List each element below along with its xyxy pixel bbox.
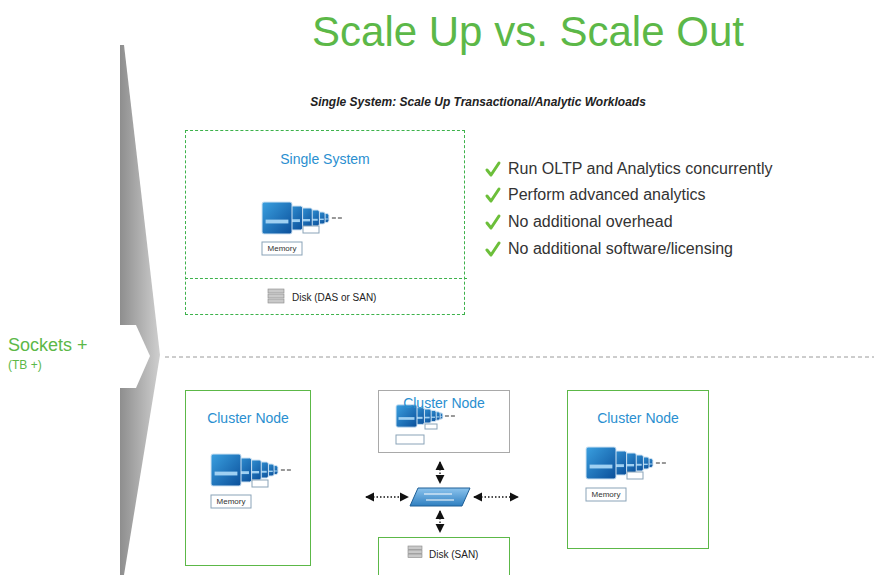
benefit-item: No additional software/licensing xyxy=(508,240,733,258)
dotted-arrows xyxy=(366,462,518,532)
memory-label: Memory xyxy=(263,243,301,254)
cluster-node-box: Cluster Node xyxy=(567,390,709,549)
node-label: Cluster Node xyxy=(186,410,310,426)
axis-label: Sockets + xyxy=(8,335,88,356)
benefit-item: Perform advanced analytics xyxy=(508,186,705,204)
storage-box: Disk (DAS or SAN) xyxy=(185,278,467,316)
diagram-title: Scale Up vs. Scale Out xyxy=(178,8,874,56)
memory-label: Memory xyxy=(212,496,250,507)
system-box: Single SystemDisk (DAS or SAN) xyxy=(185,130,465,315)
disk-icon xyxy=(268,289,422,558)
node-label: Cluster Node xyxy=(379,395,509,411)
cluster-node-box: Cluster Node xyxy=(185,390,311,566)
memory-label: Memory xyxy=(587,489,625,500)
node-label: Disk (DAS or SAN) xyxy=(292,292,467,303)
network-switch xyxy=(410,488,470,506)
subtitle: Single System: Scale Up Transactional/An… xyxy=(178,95,778,109)
node-label: Disk (SAN) xyxy=(429,549,509,560)
cluster-node-box: Cluster Node xyxy=(378,390,510,453)
benefit-item: No additional overhead xyxy=(508,213,673,231)
node-label: Cluster Node xyxy=(568,410,708,426)
benefit-item: Run OLTP and Analytics concurrently xyxy=(508,160,772,178)
label-notch xyxy=(0,325,150,388)
axis-label: (TB +) xyxy=(8,358,42,372)
divider-line xyxy=(165,357,874,358)
node-label: Single System xyxy=(186,151,464,167)
check-marks xyxy=(487,163,499,255)
scale-wedge xyxy=(120,45,160,575)
storage-box: Disk (SAN) xyxy=(378,537,510,575)
